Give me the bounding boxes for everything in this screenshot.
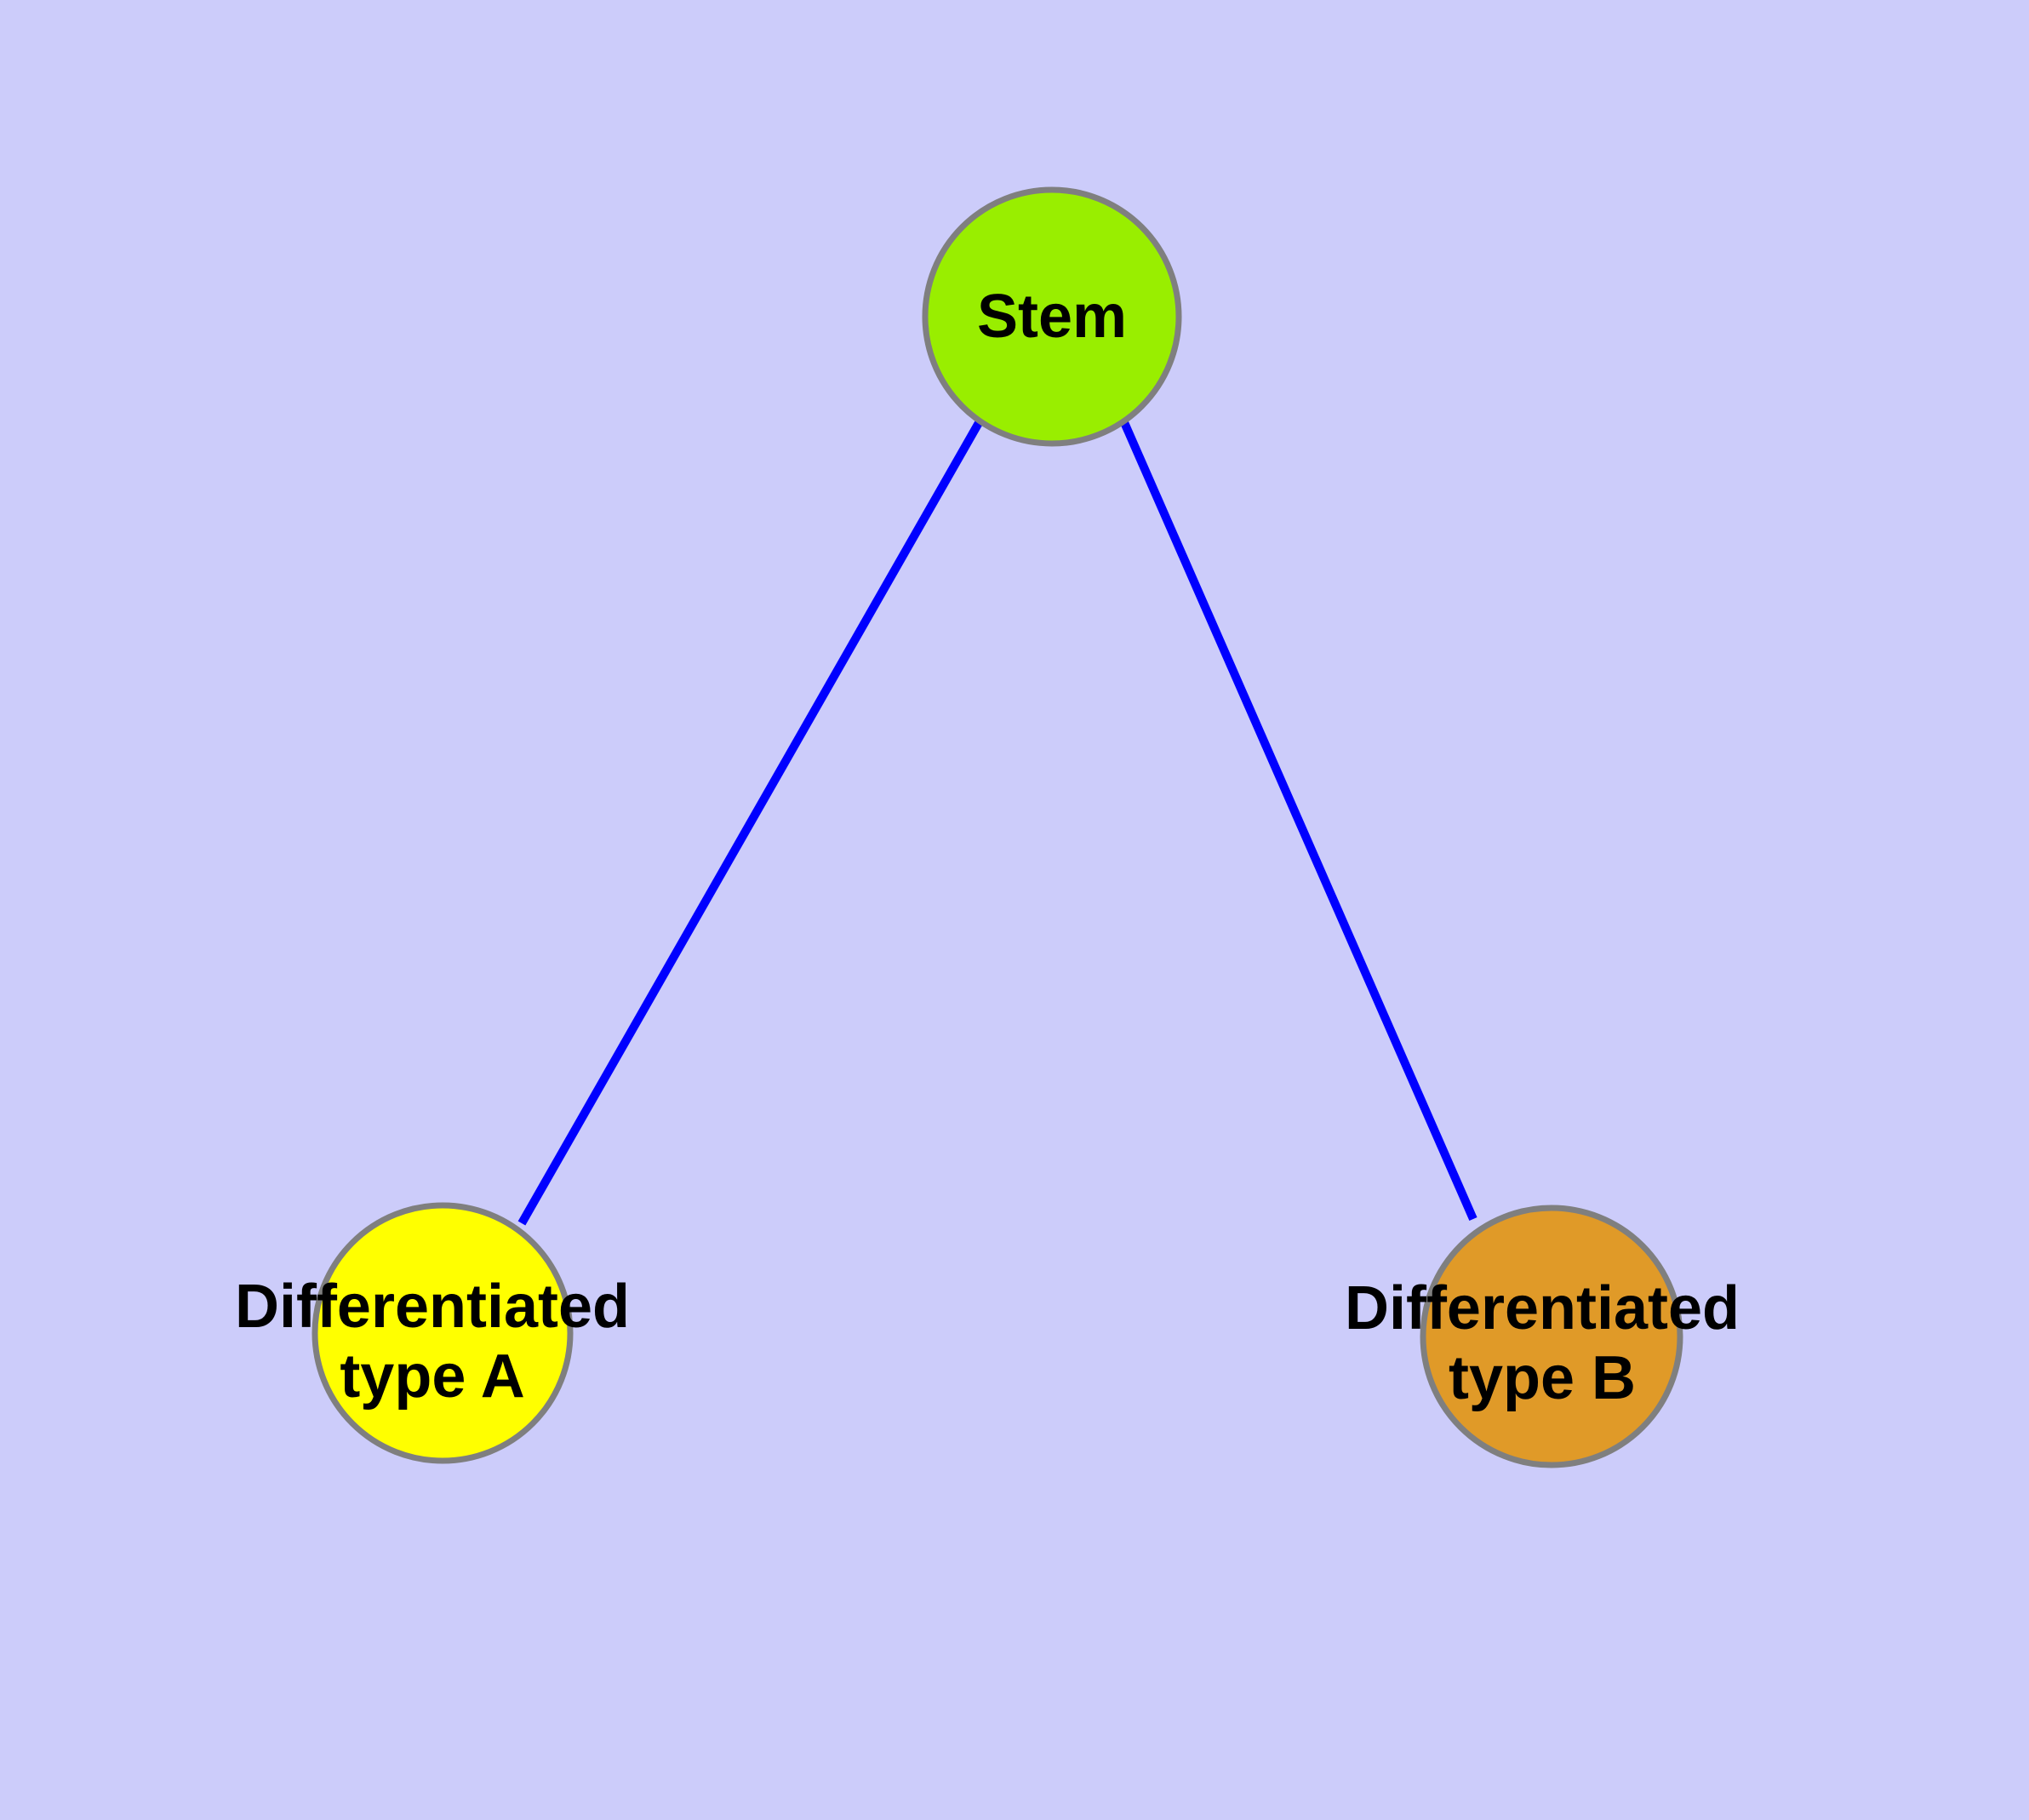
- graph-node-diff_b[interactable]: [1420, 1205, 1683, 1468]
- edges-layer: [517, 418, 1477, 1226]
- graph-node-diff_a[interactable]: [311, 1202, 574, 1464]
- graph-node-stem[interactable]: [922, 186, 1182, 447]
- graph-edge-stem-to-diff-a[interactable]: [517, 419, 984, 1226]
- graph-edge-stem-to-diff-b[interactable]: [1119, 418, 1477, 1222]
- nodes-layer: [311, 186, 1683, 1468]
